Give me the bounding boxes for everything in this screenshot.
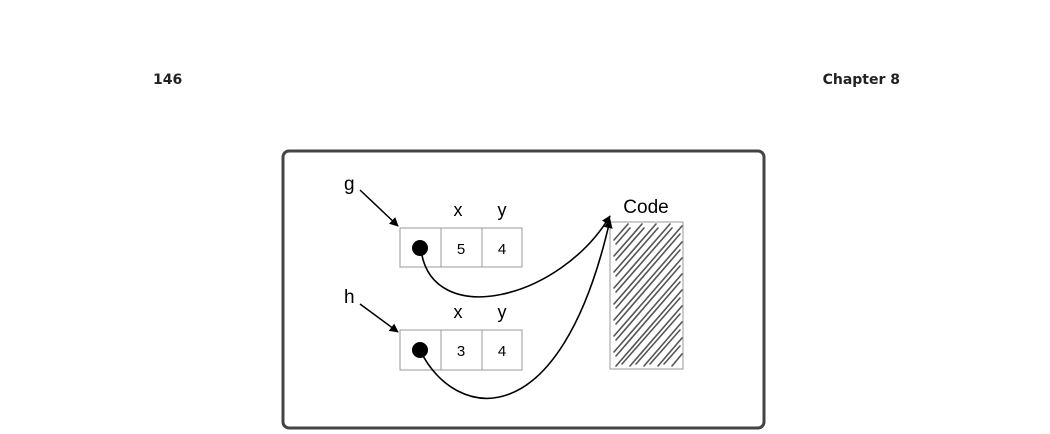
code-arrow-h <box>420 219 613 400</box>
code-pointer-dot-h <box>412 342 428 358</box>
page-number: 146 <box>153 72 183 88</box>
pointer-arrow-h <box>359 303 399 333</box>
field-value-y-g: 4 <box>498 241 506 258</box>
closure-record-h <box>399 329 523 371</box>
diagram-frame <box>281 149 766 430</box>
field-label-x-h: x <box>454 302 463 322</box>
code-label: Code <box>623 197 668 218</box>
field-label-y-g: y <box>498 200 507 220</box>
field-value-y-h: 4 <box>498 343 506 360</box>
pointer-arrow-g <box>359 189 399 227</box>
field-label-x-g: x <box>454 200 463 220</box>
code-arrow-g <box>420 215 611 298</box>
field-value-x-g: 5 <box>457 241 465 258</box>
closure-name-g: g <box>344 174 355 195</box>
code-pointer-dot-g <box>412 240 428 256</box>
field-label-y-h: y <box>498 302 507 322</box>
field-value-x-h: 3 <box>457 343 465 360</box>
closure-name-h: h <box>344 287 355 308</box>
chapter-title: Chapter 8 <box>822 72 900 88</box>
code-hatch <box>613 223 683 367</box>
